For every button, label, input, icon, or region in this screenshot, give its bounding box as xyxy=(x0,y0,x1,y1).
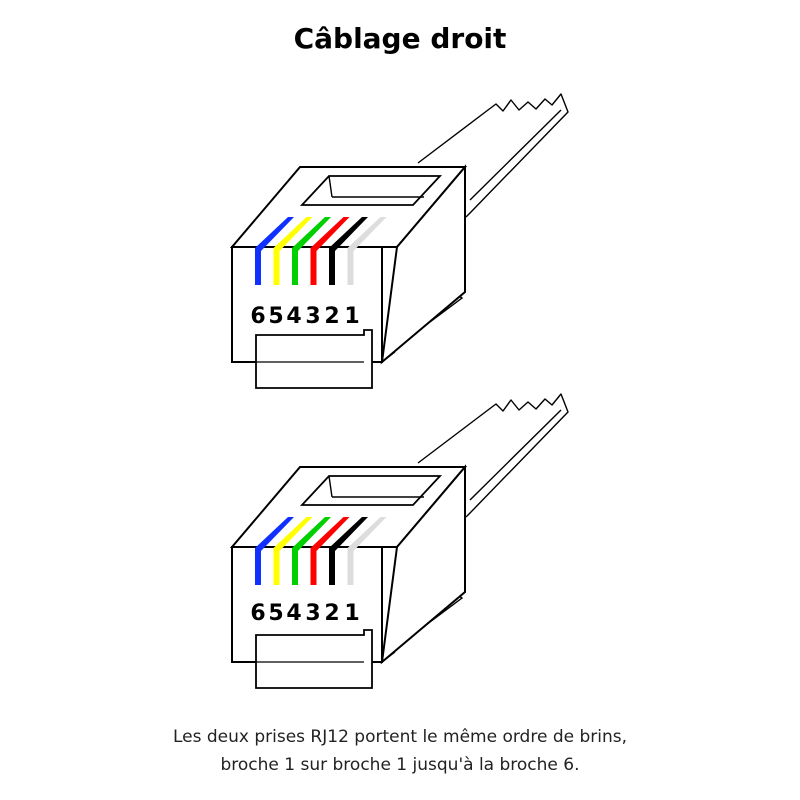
pin-label-3: 3 xyxy=(305,304,320,329)
rj12-plug-top: 6 5 4 3 2 1 xyxy=(231,93,569,389)
pin-label-6: 6 xyxy=(250,601,265,626)
wire-pin-1 xyxy=(347,217,387,285)
wire-pin-6 xyxy=(255,517,294,585)
wire-bundle-bottom xyxy=(255,517,387,585)
wire-pin-4 xyxy=(292,517,331,585)
diagram-title: Câblage droit xyxy=(293,22,507,55)
pin-label-4: 4 xyxy=(286,601,301,626)
caption-line-1: Les deux prises RJ12 portent le même ord… xyxy=(172,727,628,747)
pin-label-2: 2 xyxy=(324,601,339,626)
wire-pin-6 xyxy=(255,217,294,285)
pin-label-4: 4 xyxy=(286,304,301,329)
wire-pin-3 xyxy=(310,217,350,285)
caption-line-2: broche 1 sur broche 1 jusqu'à la broche … xyxy=(220,755,580,775)
pin-label-3: 3 xyxy=(305,601,320,626)
pin-labels-top: 6 5 4 3 2 1 xyxy=(250,304,359,329)
wire-pin-2 xyxy=(329,517,368,585)
pin-label-5: 5 xyxy=(268,601,283,626)
wire-pin-4 xyxy=(292,217,331,285)
pin-label-5: 5 xyxy=(268,304,283,329)
wire-pin-1 xyxy=(347,517,387,585)
caption: Les deux prises RJ12 portent le même ord… xyxy=(0,723,800,779)
pin-label-1: 1 xyxy=(344,304,359,329)
wire-pin-5 xyxy=(273,217,313,285)
wire-bundle-top xyxy=(255,217,387,285)
rj12-plug-bottom: 6 5 4 3 2 1 xyxy=(231,393,569,689)
pin-labels-bottom: 6 5 4 3 2 1 xyxy=(250,601,359,626)
pin-label-6: 6 xyxy=(250,304,265,329)
pin-label-2: 2 xyxy=(324,304,339,329)
wire-pin-3 xyxy=(310,517,350,585)
wire-pin-2 xyxy=(329,217,368,285)
wire-pin-5 xyxy=(273,517,313,585)
pin-label-1: 1 xyxy=(344,601,359,626)
